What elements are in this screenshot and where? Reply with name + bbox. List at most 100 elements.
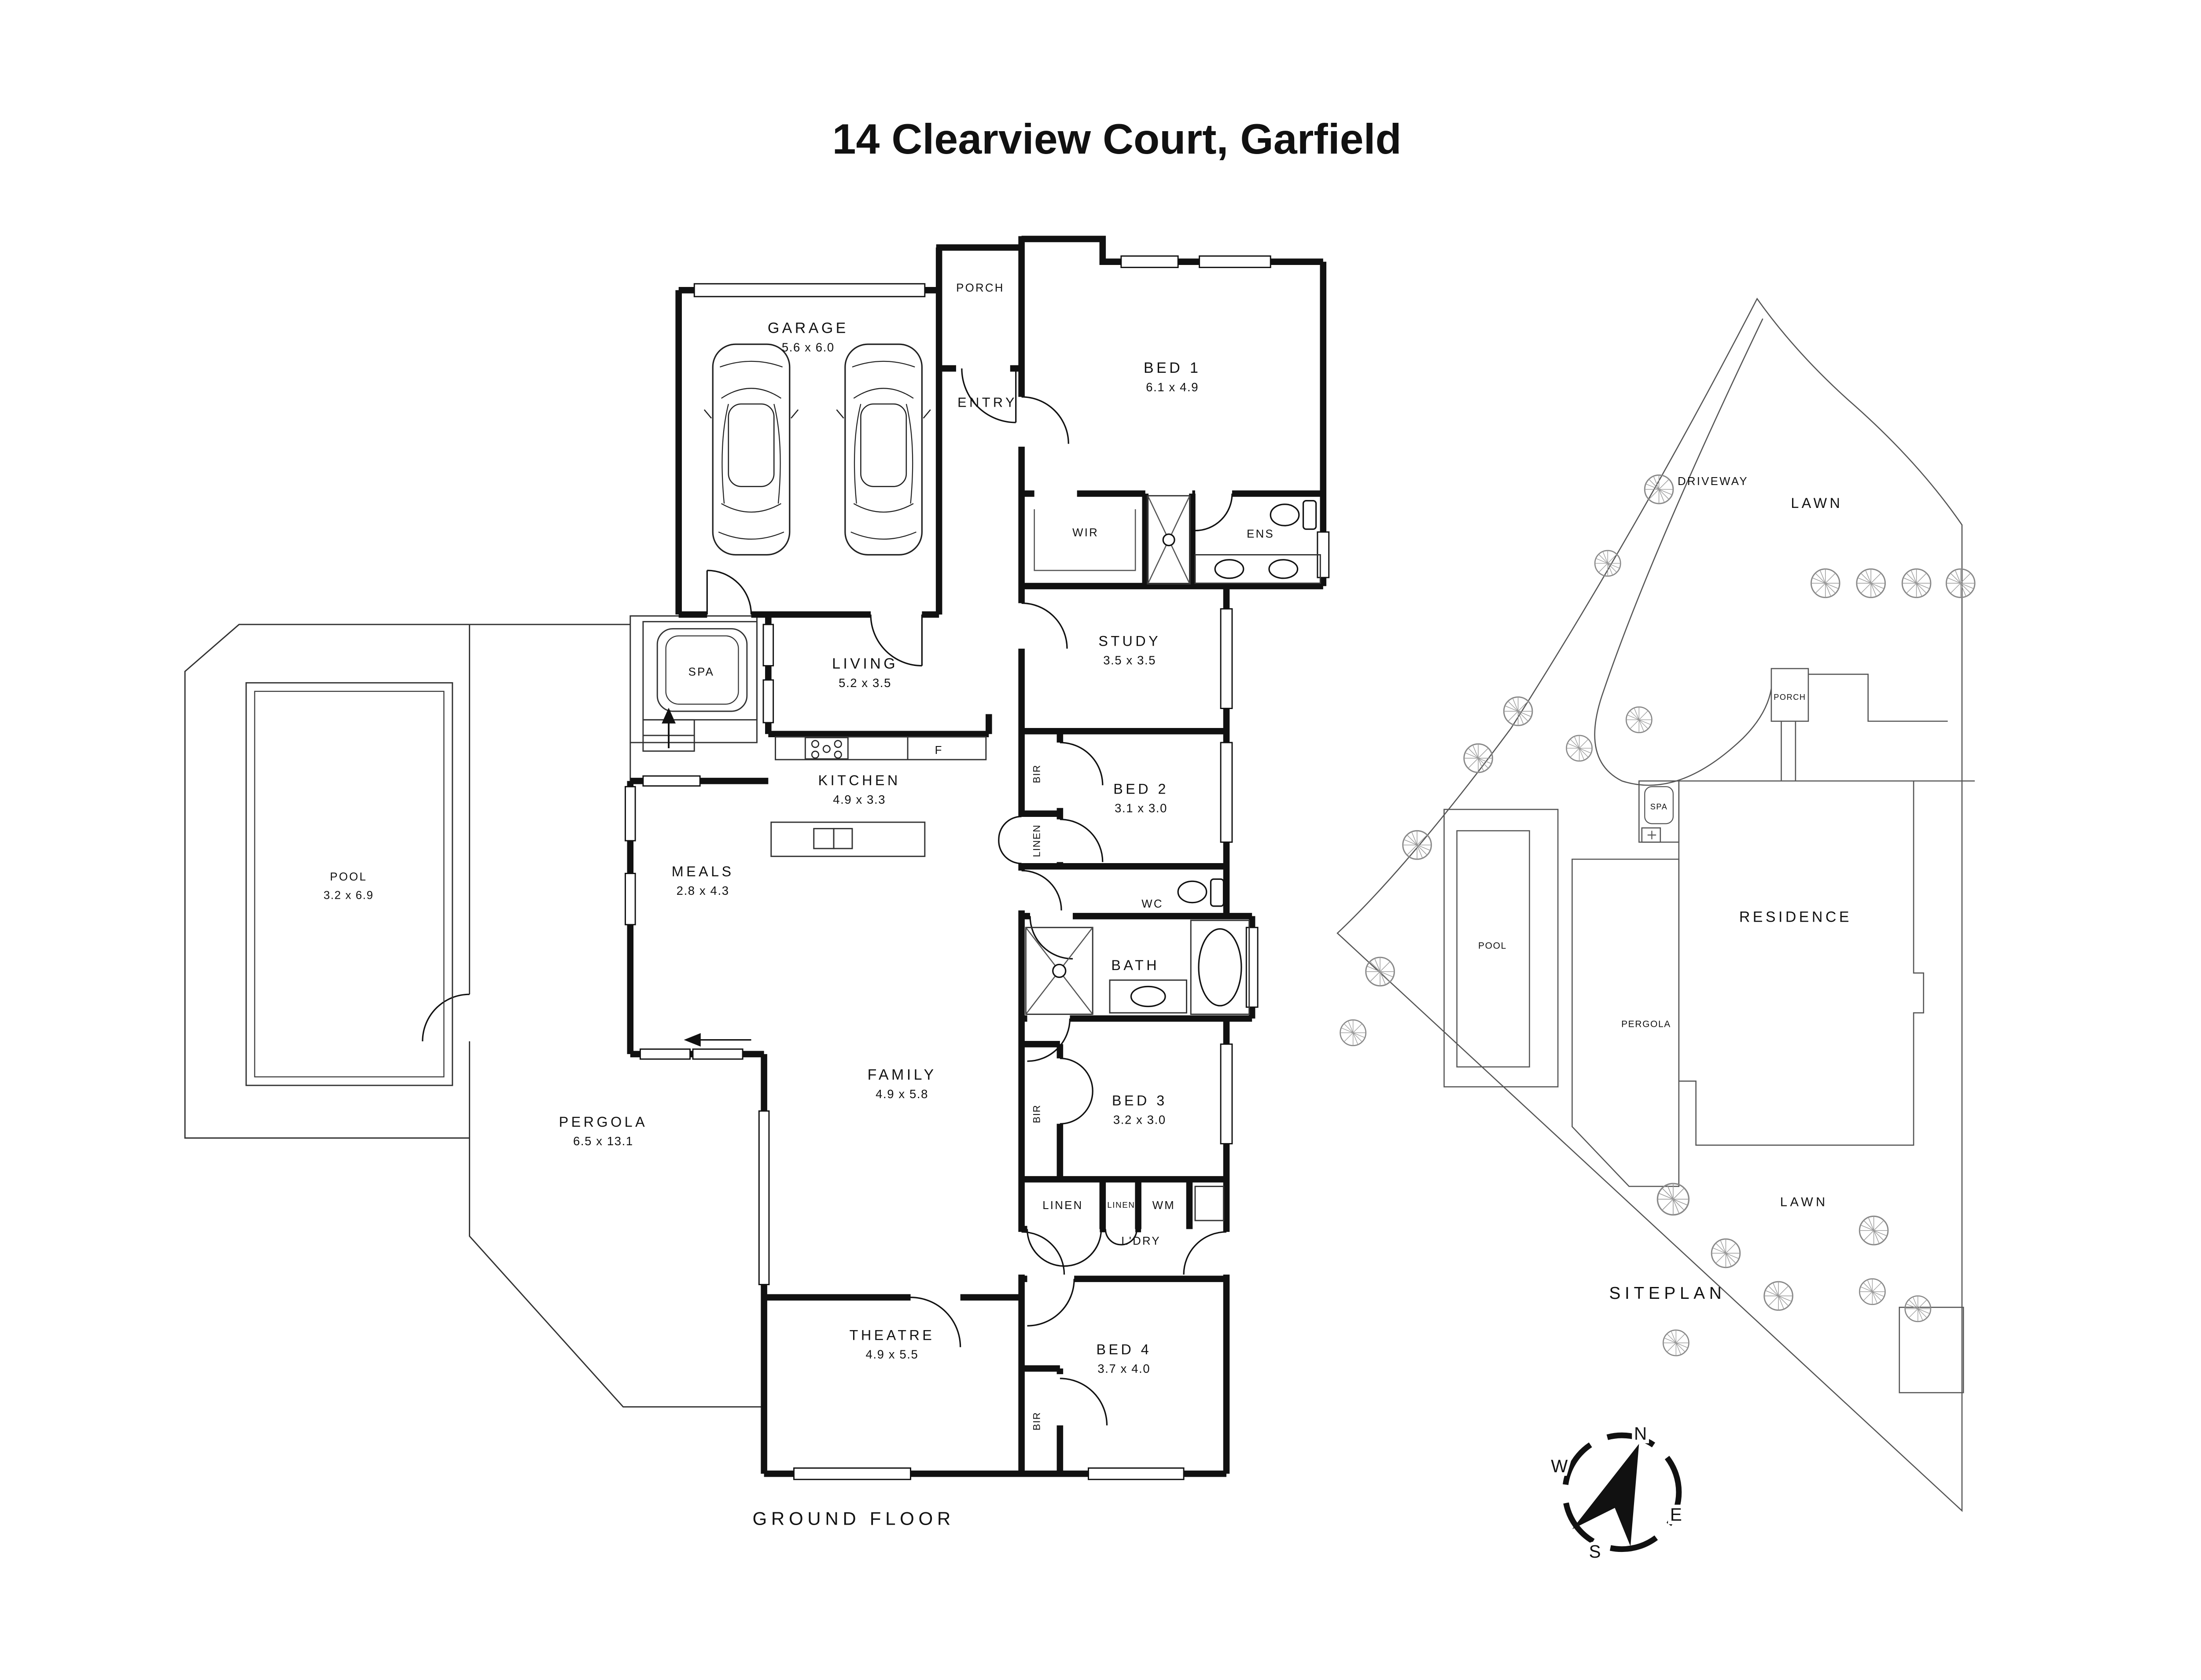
ens-label: ENS — [1247, 528, 1274, 540]
wc-door — [1021, 870, 1062, 911]
bed4-bir-label: BIR — [1031, 1412, 1042, 1431]
bed3-bir-label: BIR — [1031, 1104, 1042, 1123]
steps-arrow-icon — [662, 707, 676, 749]
garage-dims: 5.6 x 6.0 — [782, 340, 835, 354]
kitchen-dims: 4.9 x 3.3 — [833, 793, 886, 806]
driveway-label: DRIVEWAY — [1678, 475, 1748, 488]
bed2-bir-label: BIR — [1031, 765, 1042, 783]
theatre-dims: 4.9 x 5.5 — [866, 1348, 919, 1361]
basin-icon — [1130, 985, 1166, 1007]
spa-surround — [642, 621, 758, 721]
kitchen-label: KITCHEN — [818, 772, 901, 788]
door-arcs — [706, 368, 1233, 1426]
residence-label: RESIDENCE — [1739, 908, 1852, 925]
pool-label: POOL — [330, 871, 367, 883]
site-pergola-shape — [1572, 858, 1680, 1187]
vanity — [1194, 554, 1321, 584]
compass-n: N — [1634, 1423, 1647, 1444]
slider-arrow-icon — [684, 1033, 751, 1047]
bath-door — [1029, 916, 1073, 959]
island-bench — [770, 821, 926, 857]
spa-label: SPA — [688, 666, 715, 678]
linen1-doors — [1026, 1229, 1102, 1267]
site-boundary — [1336, 298, 1963, 1512]
ens-fixtures — [1147, 495, 1321, 585]
garage-rear-door — [706, 570, 752, 615]
study-dims: 3.5 x 3.5 — [1103, 653, 1156, 667]
study-label: STUDY — [1098, 633, 1161, 649]
meals-dims: 2.8 x 4.3 — [677, 884, 729, 897]
site-porch — [1770, 668, 1809, 722]
study-door — [1021, 602, 1068, 649]
wc-fixtures — [1177, 878, 1225, 907]
ens-door — [1195, 493, 1233, 532]
linen1-label: LINEN — [1042, 1199, 1083, 1212]
ground-floor-label: GROUND FLOOR — [753, 1508, 955, 1529]
compass-e: E — [1670, 1504, 1682, 1525]
cooktop-icon — [804, 737, 849, 760]
bed1-label: BED 1 — [1144, 360, 1201, 376]
bed2-label: BED 2 — [1113, 781, 1169, 797]
sink-icon — [813, 828, 835, 849]
site-pool-deck — [1443, 809, 1559, 1088]
bed4-door — [1027, 1279, 1075, 1327]
garage-label: GARAGE — [768, 320, 849, 336]
shower-icon — [1025, 926, 1093, 1015]
wc-label: WC — [1141, 898, 1163, 910]
compass-needle-icon — [1572, 1444, 1639, 1547]
car-icon — [703, 343, 799, 556]
compass-w: W — [1551, 1456, 1568, 1476]
bed1-dims: 6.1 x 4.9 — [1146, 380, 1199, 394]
compass-circle — [1562, 1432, 1682, 1552]
bath-label: BATH — [1111, 957, 1159, 973]
wir-label: WIR — [1072, 526, 1099, 539]
front-door — [961, 368, 1017, 423]
theatre-label: THEATRE — [850, 1327, 935, 1343]
fridge-label: F — [935, 744, 943, 757]
wm-label: WM — [1152, 1199, 1175, 1212]
site-residence — [1443, 780, 1964, 1393]
site-pool-label: POOL — [1478, 941, 1507, 951]
porch-label: PORCH — [956, 282, 1004, 294]
bed2-door — [1060, 819, 1104, 862]
site-fence — [1808, 673, 1975, 782]
garage-door — [693, 283, 926, 298]
wir-shelf — [1034, 509, 1136, 571]
meals-label: MEALS — [672, 864, 734, 879]
basin-icon — [1214, 559, 1244, 579]
bed3-bir-doors — [1060, 1058, 1093, 1125]
bed2-bir-door — [1060, 742, 1104, 786]
linen2-label: LINEN — [1107, 1200, 1135, 1209]
lawn-south-label: LAWN — [1780, 1195, 1828, 1209]
bed4-dims: 3.7 x 4.0 — [1097, 1362, 1150, 1375]
pool-deck-outline — [184, 624, 471, 1139]
bathtub-icon — [1190, 919, 1250, 1015]
bed4-label: BED 4 — [1096, 1342, 1152, 1357]
family-dims: 4.9 x 5.8 — [876, 1087, 928, 1101]
pergola-door-arc — [422, 993, 470, 1041]
floor-plan: GARAGE 5.6 x 6.0 PORCH ENTRY BED 1 6.1 x… — [184, 235, 1330, 1529]
toilet-icon — [1270, 504, 1300, 526]
site-plan: DRIVEWAY LAWN PORCH SPA POOL RESIDENCE P… — [1336, 298, 1976, 1512]
garage-internal-door — [870, 614, 923, 667]
toilet-icon — [1177, 880, 1207, 904]
shower-icon — [1147, 495, 1191, 585]
living-dims: 5.2 x 3.5 — [839, 676, 891, 690]
pergola-label: PERGOLA — [559, 1114, 648, 1130]
bed3-dims: 3.2 x 3.0 — [1113, 1113, 1166, 1126]
page-title: 14 Clearview Court, Garfield — [832, 115, 1402, 163]
theatre-door — [910, 1296, 961, 1347]
car-icon — [835, 343, 931, 556]
site-pool — [1456, 830, 1530, 1068]
bed4-bir-door — [1060, 1378, 1108, 1426]
bed2-dims: 3.1 x 3.0 — [1115, 801, 1167, 815]
kitchen-bench — [775, 736, 987, 761]
slider-door — [692, 1048, 743, 1060]
bath-fixtures — [1025, 919, 1250, 1015]
laundry-door-east — [1183, 1231, 1227, 1275]
hall-linen-label: LINEN — [1031, 824, 1042, 857]
bed1-door — [1021, 396, 1069, 444]
site-spa-label: SPA — [1650, 802, 1668, 811]
compass-s: S — [1589, 1541, 1601, 1562]
